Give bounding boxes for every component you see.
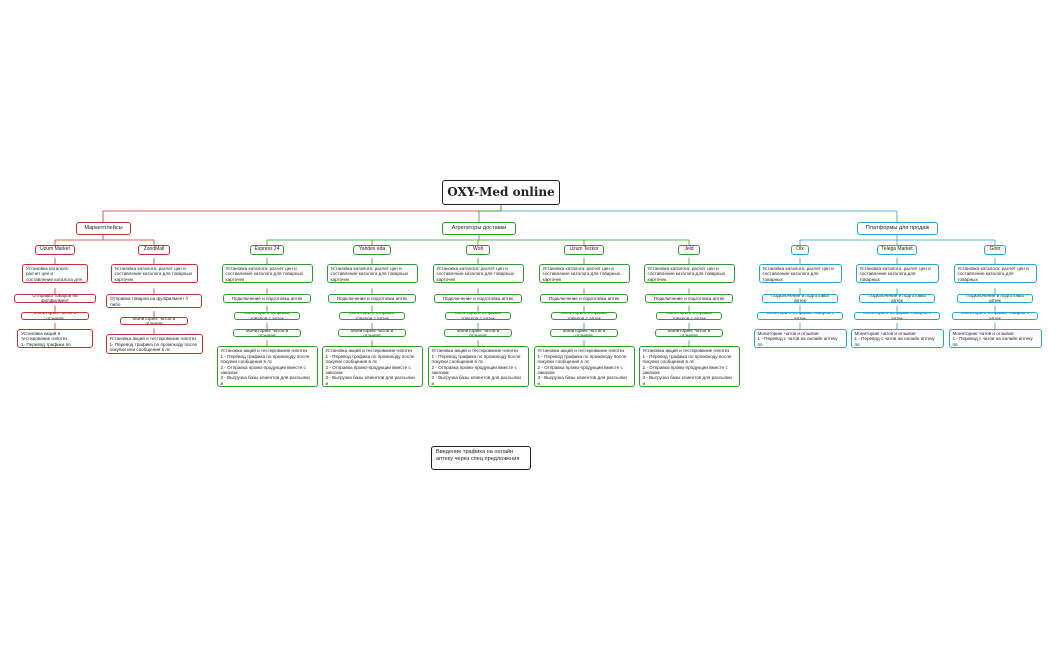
node-delivery-uzum-tezkor[interactable]: Uzum Tezkor xyxy=(564,245,604,255)
step-platforms-1-2[interactable]: Мониторинг отправки товаров с аптек xyxy=(854,311,940,320)
step-delivery-4-3[interactable]: Мониторинг чатов и отзывов xyxy=(655,329,723,338)
step-delivery-1-2[interactable]: Мониторинг отправки товаров с аптек xyxy=(339,311,405,320)
step-delivery-0-3[interactable]: Мониторинг чатов и отзывов xyxy=(233,329,301,338)
step-delivery-1-0[interactable]: Установка каталога: расчет цен и составл… xyxy=(326,264,418,284)
step-platforms-1-3[interactable]: Мониторинг чатов и отзывов 1 - Перевод с… xyxy=(850,329,944,349)
node-delivery-wolt[interactable]: Wolt xyxy=(466,245,490,255)
step-marketplaces-0-2[interactable]: Мониторинг чатов и отзывов xyxy=(21,311,89,320)
category-sales-platforms[interactable]: Платформы для продаж xyxy=(857,222,938,235)
step-delivery-2-2[interactable]: Мониторинг отправки товаров с аптек xyxy=(445,311,511,320)
step-platforms-2-1[interactable]: Подключение и подготовка аптек xyxy=(957,294,1033,303)
step-platforms-0-3[interactable]: Мониторинг чатов и отзывов 1 - Перевод с… xyxy=(753,329,847,349)
step-marketplaces-1-3[interactable]: Установка акций и тестирование гипотез 1… xyxy=(105,334,203,354)
node-marketplaces-zoodmall[interactable]: ZoodMall xyxy=(138,245,170,255)
node-platforms-telegа-market[interactable]: Telegа Market xyxy=(877,245,917,255)
node-delivery-yandex-eda[interactable]: Yandex eda xyxy=(353,245,391,255)
root-node[interactable]: OXY-Med online xyxy=(442,180,560,205)
node-marketplaces-uzum-market[interactable]: Uzum Market xyxy=(35,245,75,255)
category-marketplaces[interactable]: Маркетплейсы xyxy=(76,222,131,235)
step-delivery-1-4[interactable]: Установка акций и тестирование гипотез 1… xyxy=(321,346,423,388)
step-delivery-2-0[interactable]: Установка каталога: расчет цен и составл… xyxy=(432,264,524,284)
step-marketplaces-0-3[interactable]: Установка акций и тестирование гипотез 1… xyxy=(17,329,93,349)
step-delivery-0-4[interactable]: Установка акций и тестирование гипотез 1… xyxy=(216,346,318,388)
step-platforms-0-1[interactable]: Подключение и подготовка аптек xyxy=(762,294,838,303)
category-delivery-aggregators[interactable]: Агрегаторы доставки xyxy=(442,222,516,235)
node-platforms-glotr[interactable]: Glotr xyxy=(984,245,1006,255)
step-platforms-1-1[interactable]: Подключение и подготовка аптек xyxy=(859,294,935,303)
traffic-note[interactable]: Введение трафика на онлайн аптеку через … xyxy=(431,446,531,470)
step-delivery-2-1[interactable]: Подключение и подготовка аптек xyxy=(434,294,522,303)
step-delivery-4-1[interactable]: Подключение и подготовка аптек xyxy=(645,294,733,303)
step-platforms-0-2[interactable]: Мониторинг отправки товаров с аптек xyxy=(757,311,843,320)
step-delivery-2-3[interactable]: Мониторинг чатов и отзывов xyxy=(444,329,512,338)
step-delivery-4-4[interactable]: Установка акций и тестирование гипотез 1… xyxy=(638,346,740,388)
step-platforms-0-0[interactable]: Установка каталога: расчет цен и составл… xyxy=(758,264,842,284)
step-marketplaces-0-1[interactable]: Отправка товаров на фулфилмент xyxy=(14,294,96,303)
step-marketplaces-0-0[interactable]: Установка каталога: расчет цен и составл… xyxy=(22,264,88,284)
step-delivery-3-2[interactable]: Мониторинг отправки товаров с аптек xyxy=(551,311,617,320)
step-marketplaces-1-0[interactable]: Установка каталога: расчет цен и составл… xyxy=(110,264,198,284)
step-marketplaces-1-1[interactable]: Отправка товаров на фулфилмент // либо о… xyxy=(106,294,202,308)
step-delivery-3-3[interactable]: Мониторинг чатов и отзывов xyxy=(550,329,618,338)
step-delivery-1-3[interactable]: Мониторинг чатов и отзывов xyxy=(338,329,406,338)
step-delivery-0-1[interactable]: Подключение и подготовка аптек xyxy=(223,294,311,303)
step-platforms-1-0[interactable]: Установка каталога: расчет цен и составл… xyxy=(855,264,939,284)
step-platforms-2-0[interactable]: Установка каталога: расчет цен и составл… xyxy=(953,264,1037,284)
step-delivery-3-4[interactable]: Установка акций и тестирование гипотез 1… xyxy=(533,346,635,388)
step-delivery-4-2[interactable]: Мониторинг отправки товаров с аптек xyxy=(656,311,722,320)
step-marketplaces-1-2[interactable]: Мониторинг чатов и отзывов xyxy=(120,317,188,326)
step-delivery-0-2[interactable]: Мониторинг отправки товаров с аптек xyxy=(234,311,300,320)
step-delivery-1-1[interactable]: Подключение и подготовка аптек xyxy=(328,294,416,303)
node-delivery-express-24[interactable]: Express 24 xyxy=(250,245,284,255)
node-platforms-olx[interactable]: Olx xyxy=(791,245,809,255)
step-platforms-2-3[interactable]: Мониторинг чатов и отзывов 1 - Перевод с… xyxy=(948,329,1042,349)
node-delivery-jeld[interactable]: Jeld xyxy=(678,245,700,255)
step-delivery-2-4[interactable]: Установка акций и тестирование гипотез 1… xyxy=(427,346,529,388)
step-delivery-3-0[interactable]: Установка каталога: расчет цен и составл… xyxy=(538,264,630,284)
step-delivery-3-1[interactable]: Подключение и подготовка аптек xyxy=(540,294,628,303)
step-delivery-0-0[interactable]: Установка каталога: расчет цен и составл… xyxy=(221,264,313,284)
step-delivery-4-0[interactable]: Установка каталога: расчет цен и составл… xyxy=(643,264,735,284)
step-platforms-2-2[interactable]: Мониторинг отправки товаров с аптек xyxy=(952,311,1038,320)
